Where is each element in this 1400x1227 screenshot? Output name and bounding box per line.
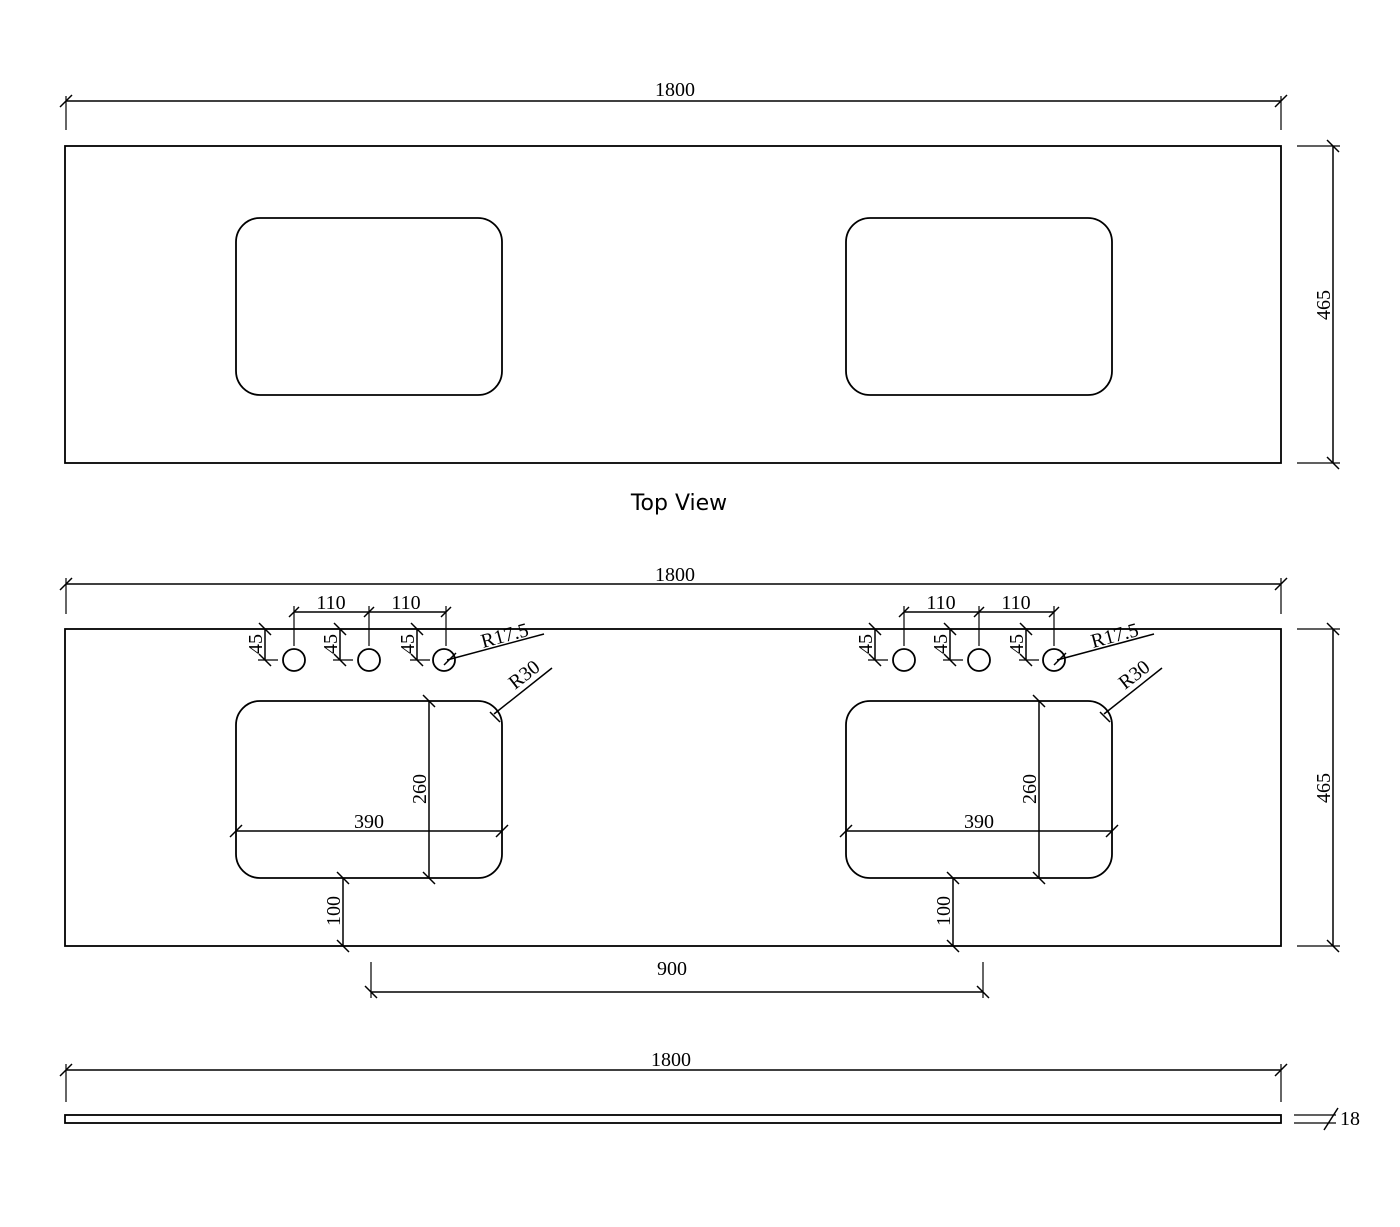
left-basin-height-label: 260 <box>409 774 431 804</box>
left-tap-hole-3 <box>432 648 456 672</box>
right-front-offset-label: 100 <box>933 896 955 926</box>
detail-depth-label: 465 <box>1313 773 1335 803</box>
side-thickness-label: 18 <box>1340 1108 1360 1130</box>
left-basin-width-label: 390 <box>354 811 384 833</box>
left-basin-group: 110 110 45 45 45 R17.5 <box>229 592 553 953</box>
left-hole-offset-label-2: 45 <box>320 634 342 654</box>
left-tap-spacing-label-2: 110 <box>391 592 420 614</box>
right-tap-spacing-label-1: 110 <box>926 592 955 614</box>
detail-width-dimension: 1800 <box>59 564 1288 614</box>
center-spacing-label: 900 <box>657 958 687 980</box>
right-tap-hole-1 <box>892 648 916 672</box>
right-hole-offset-label-3: 45 <box>1006 634 1028 654</box>
right-basin-height-label: 260 <box>1019 774 1041 804</box>
right-hole-offset-label-2: 45 <box>930 634 952 654</box>
detail-depth-dimension: 465 <box>1297 622 1340 953</box>
detail-width-label: 1800 <box>655 564 695 586</box>
top-basin-right <box>845 217 1113 396</box>
top-view-caption: Top View <box>630 491 727 516</box>
detail-view: 1800 465 110 110 <box>59 564 1340 999</box>
center-spacing-dimension: 900 <box>364 958 990 999</box>
right-hole-offset-label-1: 45 <box>855 634 877 654</box>
top-view: 1800 465 Top View <box>59 79 1340 516</box>
right-tap-hole-3 <box>1042 648 1066 672</box>
side-countertop-profile <box>64 1114 1282 1124</box>
left-tap-hole-2 <box>357 648 381 672</box>
top-depth-label: 465 <box>1313 290 1335 320</box>
right-basin <box>845 700 1113 879</box>
side-width-dimension: 1800 <box>59 1049 1288 1102</box>
right-tap-hole-2 <box>967 648 991 672</box>
left-hole-offset-label-3: 45 <box>397 634 419 654</box>
top-basin-left <box>235 217 503 396</box>
side-view: 1800 18 <box>59 1049 1360 1131</box>
left-basin <box>235 700 503 879</box>
right-basin-width-label: 390 <box>964 811 994 833</box>
right-basin-group: 110 110 45 45 45 R17.5 <box>839 592 1163 953</box>
top-width-dimension: 1800 <box>59 79 1288 130</box>
left-front-offset-label: 100 <box>323 896 345 926</box>
top-depth-dimension: 465 <box>1297 139 1340 470</box>
left-tap-hole-1 <box>282 648 306 672</box>
right-tap-spacing-label-2: 110 <box>1001 592 1030 614</box>
side-width-label: 1800 <box>651 1049 691 1071</box>
left-hole-offset-label-1: 45 <box>245 634 267 654</box>
left-tap-spacing-label-1: 110 <box>316 592 345 614</box>
side-thickness-dimension: 18 <box>1294 1107 1360 1131</box>
top-width-label: 1800 <box>655 79 695 101</box>
